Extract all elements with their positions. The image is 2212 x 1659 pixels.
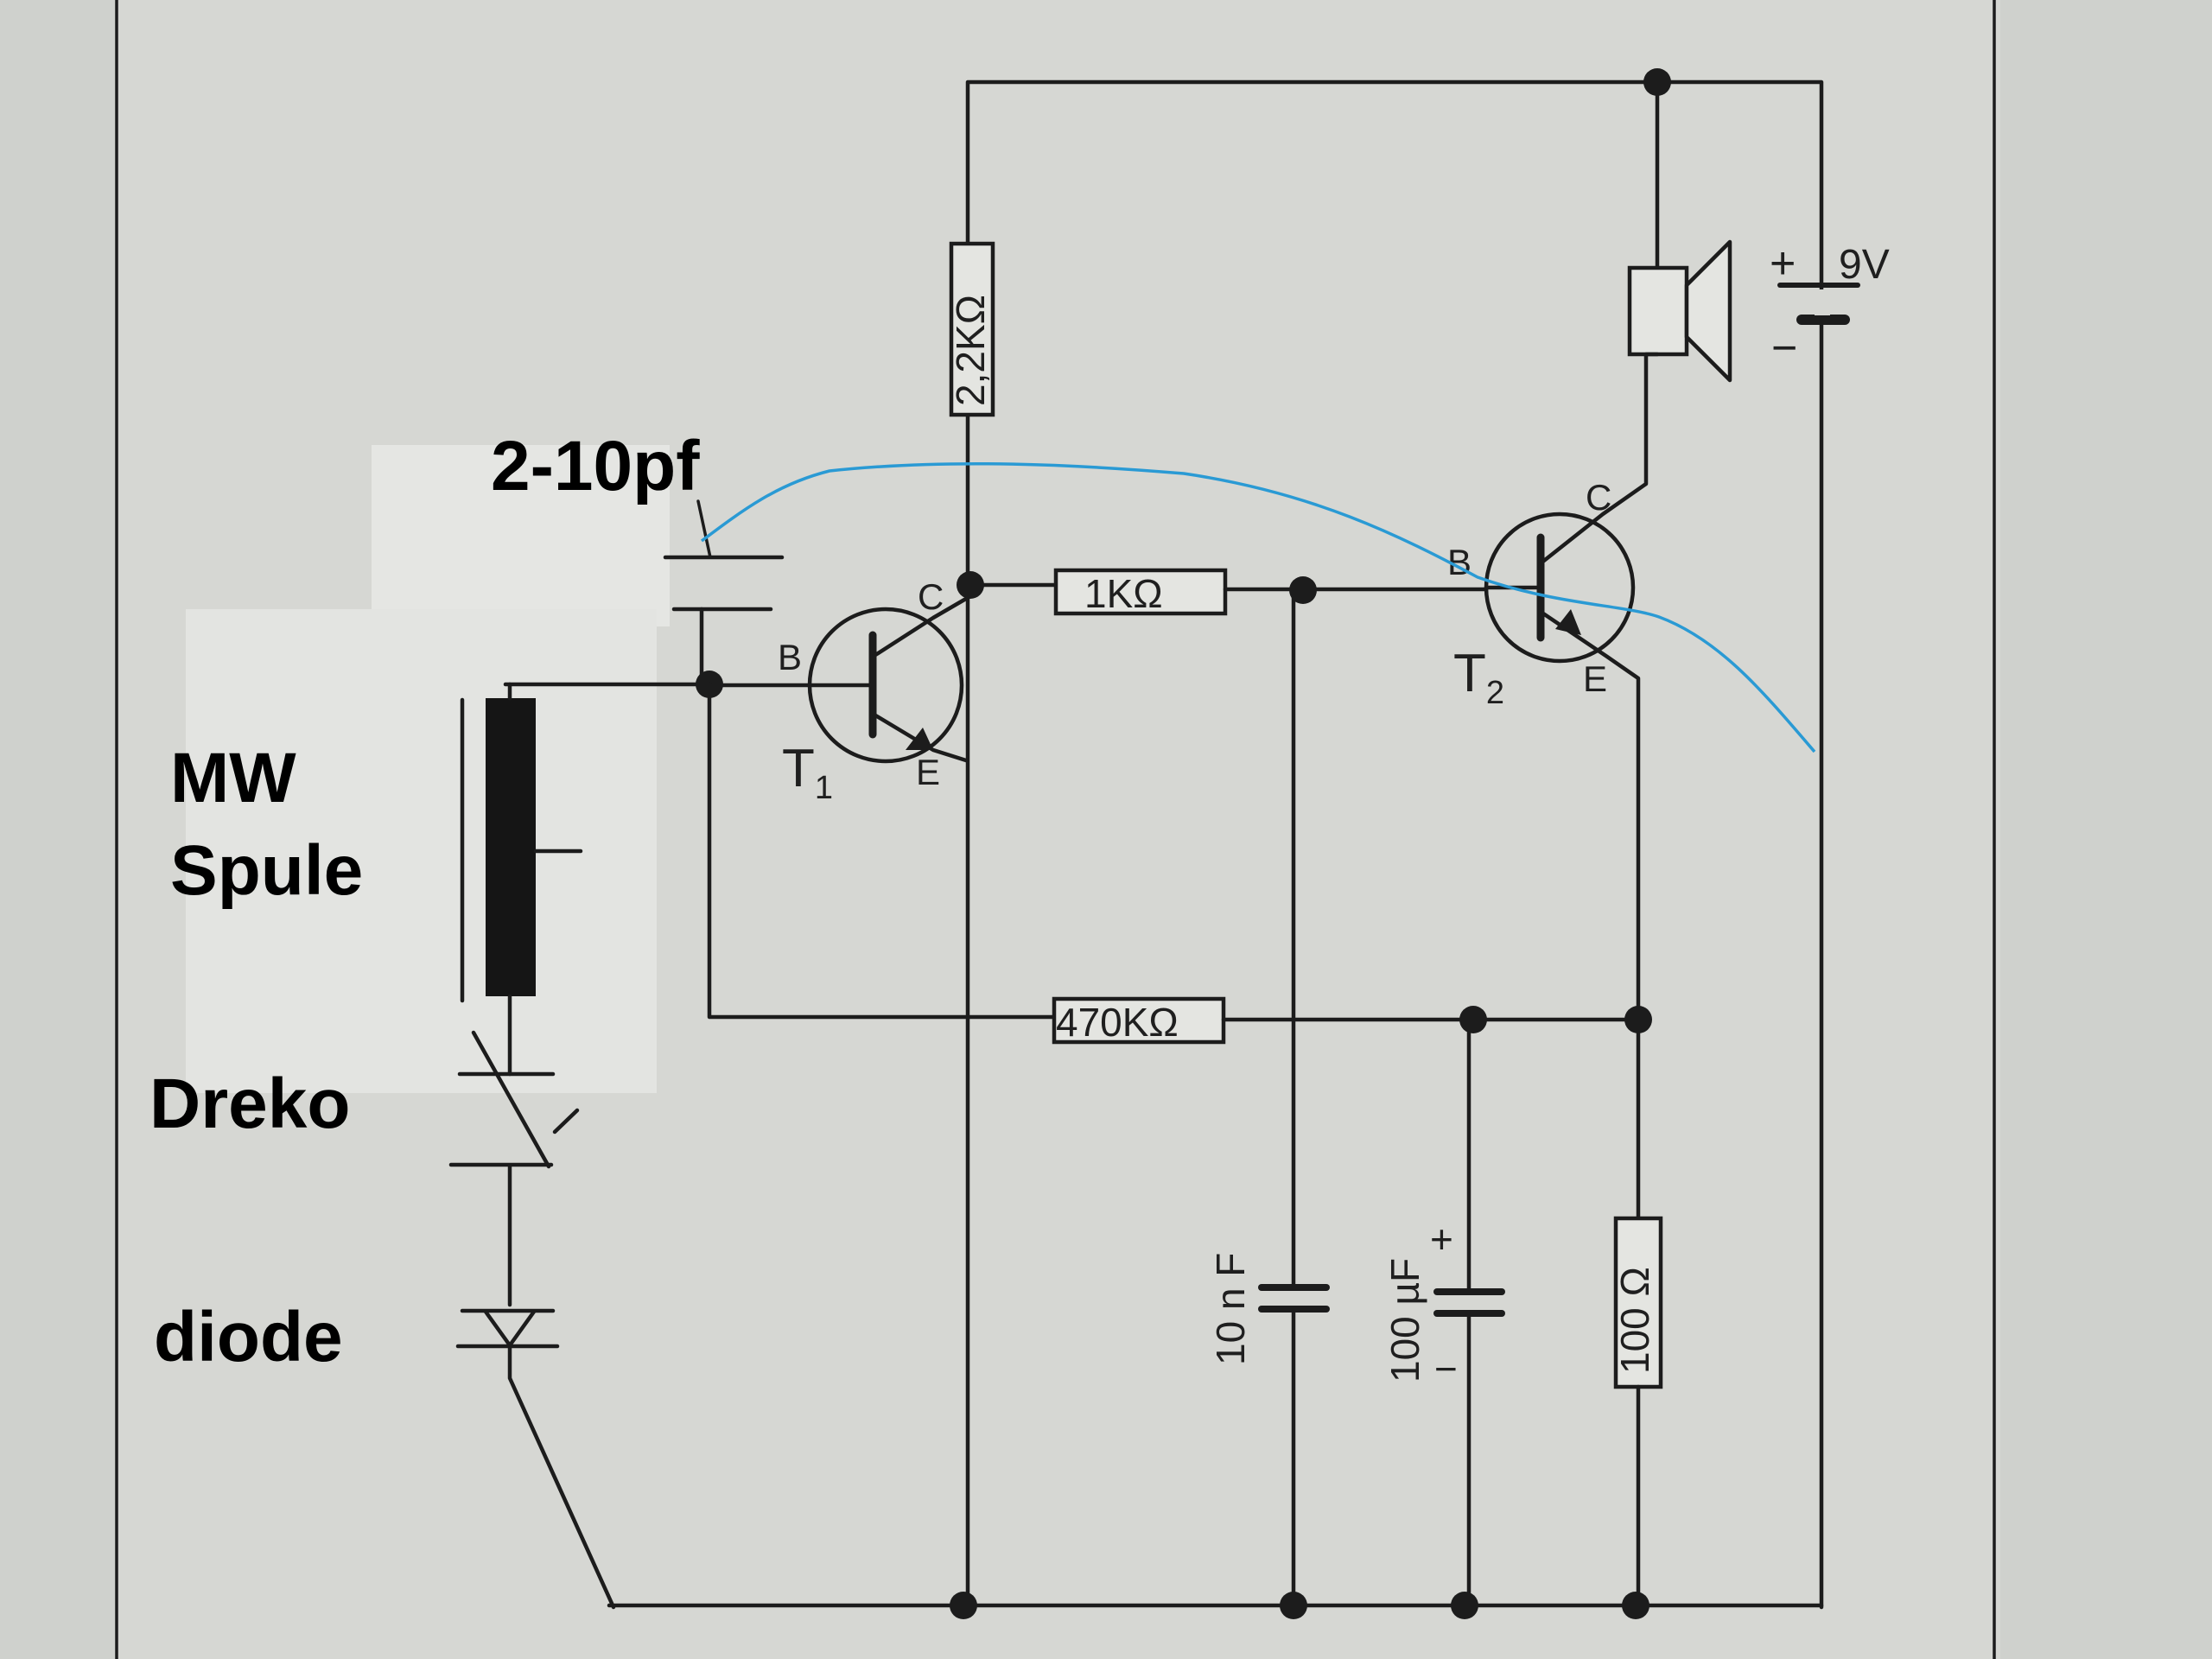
- diode-label: diode: [154, 1298, 343, 1376]
- transistor-t2-emitter-lead: [1538, 609, 1641, 1022]
- junction-gnd-1: [950, 1592, 977, 1619]
- coil-label-line2: Spule: [170, 831, 363, 910]
- battery-minus: −: [1771, 323, 1797, 373]
- t1-pin-b: B: [778, 637, 802, 677]
- t2-name: T2: [1453, 644, 1504, 711]
- cap-100u-plus: +: [1430, 1217, 1453, 1262]
- speaker-coil-box: [1627, 265, 1689, 357]
- t1-pin-c: C: [918, 576, 944, 617]
- battery-plus: +: [1770, 238, 1796, 289]
- t2-pin-c: C: [1586, 477, 1611, 518]
- resistor-470k: [1052, 996, 1226, 1045]
- junction-100u: [1459, 1006, 1487, 1033]
- junction-gnd-3: [1451, 1592, 1478, 1619]
- transistor-t2-emitter-arrow: [1555, 609, 1581, 635]
- resistor-2k2-label: 2,2KΩ: [948, 295, 993, 406]
- edit-patch-top: [372, 445, 670, 626]
- battery-voltage: 9V: [1839, 242, 1890, 288]
- transistor-t2-collector-lead: [1538, 343, 1649, 566]
- t1-name: T1: [782, 739, 833, 806]
- battery-gap: [1815, 289, 1830, 315]
- cap-100u-minus: −: [1434, 1346, 1458, 1391]
- cap-100u-label: 100 µF: [1382, 1258, 1427, 1382]
- t1-pin-e: E: [916, 752, 940, 792]
- trimmer-cap-label: 2-10pf: [491, 427, 700, 505]
- junction-1k-node: [1289, 576, 1317, 604]
- junction-gnd-2: [1280, 1592, 1307, 1619]
- transistor-t1-emitter-arrow: [906, 728, 933, 750]
- cap-10n-label: 10 n F: [1208, 1253, 1253, 1365]
- wire-base-to-470k: [707, 682, 1057, 1020]
- t2-pin-e: E: [1583, 658, 1607, 699]
- speaker-cone: [1684, 239, 1732, 383]
- resistor-100-label: 100 Ω: [1612, 1267, 1657, 1374]
- top-rail-wire: [965, 79, 1824, 1610]
- resistor-1k: [1053, 568, 1228, 616]
- resistor-470k-label: 470KΩ: [1056, 1000, 1179, 1045]
- coil-ferrite-core: [486, 698, 536, 996]
- junction-gnd-4: [1622, 1592, 1649, 1619]
- diode-to-ground-lead: [507, 1344, 616, 1610]
- transistor-t1-collector-lead: [870, 594, 973, 659]
- dreko-label: Dreko: [149, 1065, 350, 1143]
- dreko-adjust-arrow: [471, 1030, 580, 1169]
- coil-label-line1: MW: [170, 739, 296, 817]
- trimmer-cap-lead-top: [696, 499, 712, 559]
- resistor-1k-label: 1KΩ: [1084, 571, 1163, 616]
- resistor-2k2: [949, 241, 995, 417]
- blue-annotation-stroke: [700, 461, 1816, 753]
